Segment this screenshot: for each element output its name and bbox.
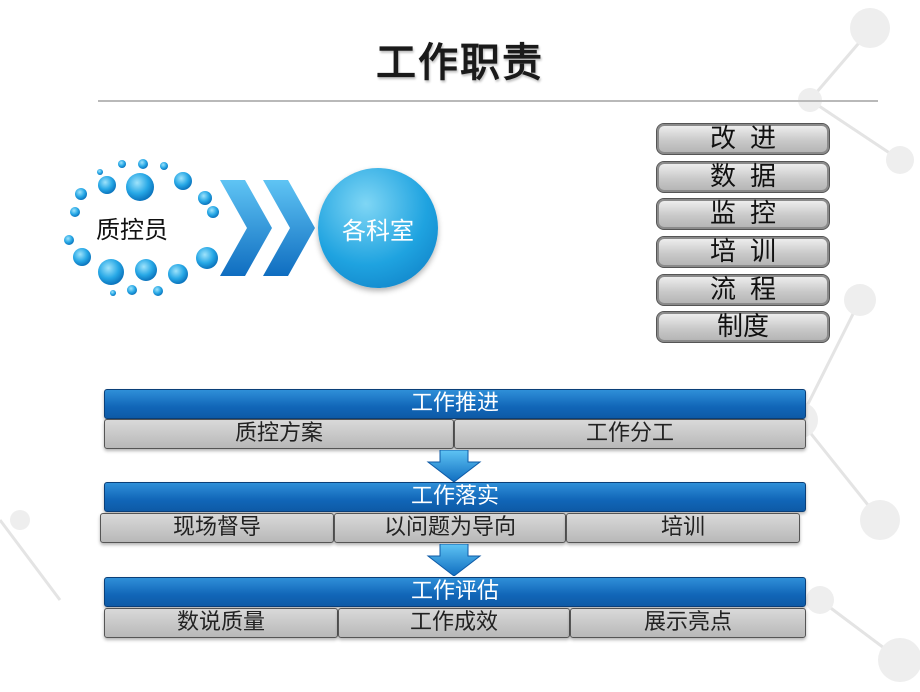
- stage-item: 展示亮点: [570, 608, 806, 638]
- stage-item-label: 工作成效: [409, 610, 498, 635]
- stage-item: 工作成效: [338, 608, 570, 638]
- stage-header: 工作评估: [104, 577, 806, 607]
- chevron-right-icon: [220, 180, 272, 276]
- page-title: 工作职责: [376, 40, 544, 86]
- stage-header: 工作落实: [104, 482, 806, 512]
- stage-item: 数说质量: [104, 608, 338, 638]
- stage-item-label: 数说质量: [176, 610, 265, 635]
- stage-item-label: 以问题为导向: [383, 515, 516, 540]
- list-item: 改进: [656, 123, 830, 155]
- stage-item-label: 工作分工: [585, 421, 674, 446]
- list-item: 培训: [656, 236, 830, 269]
- stage-item-label: 培训: [660, 515, 705, 540]
- stage-item: 现场督导: [100, 513, 334, 543]
- stage-item-label: 质控方案: [234, 421, 323, 446]
- responsibility-list: 改进 数据 监控 培训 流程 制度: [656, 123, 830, 349]
- stage-item-label: 展示亮点: [643, 610, 732, 635]
- down-arrow-icon: [426, 450, 482, 482]
- stage-header-label: 工作落实: [410, 484, 499, 509]
- title-divider: [98, 100, 878, 102]
- stage-item: 质控方案: [104, 419, 454, 449]
- department-label: 各科室: [342, 216, 414, 245]
- stage-item: 以问题为导向: [334, 513, 566, 543]
- stage-header: 工作推进: [104, 389, 806, 419]
- department-circle: 各科室: [318, 168, 438, 288]
- stage-item: 培训: [566, 513, 800, 543]
- list-item: 数据: [656, 160, 830, 193]
- down-arrow-icon: [426, 544, 482, 576]
- list-item: 监控: [656, 198, 830, 231]
- stage-item-label: 现场督导: [172, 515, 261, 540]
- list-item: 流程: [656, 273, 830, 306]
- qc-staff-label: 质控员: [96, 216, 168, 244]
- stage-header-label: 工作评估: [410, 579, 499, 604]
- list-item: 制度: [656, 311, 830, 344]
- stage-item: 工作分工: [454, 419, 806, 449]
- chevron-right-icon: [263, 180, 315, 276]
- stage-header-label: 工作推进: [410, 391, 499, 416]
